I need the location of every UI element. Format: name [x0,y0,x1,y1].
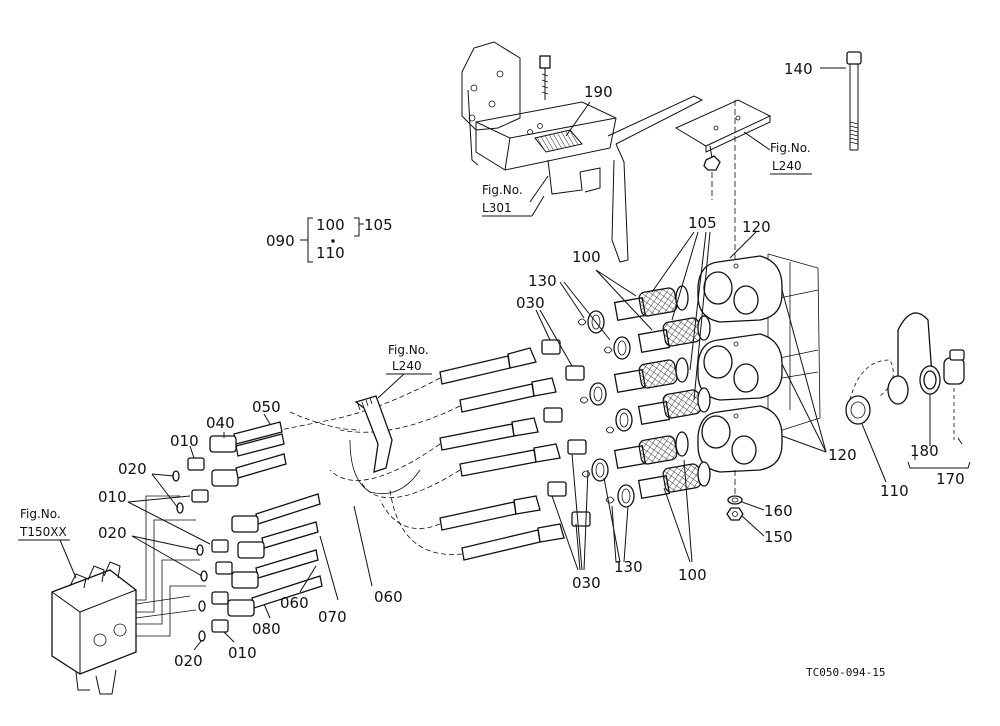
label-010-a: 010 [170,432,199,450]
hose-clamp [349,395,421,495]
label-060-a: 060 [280,594,309,612]
label-010-b: 010 [98,488,127,506]
label-010-c: 010 [228,644,257,662]
label-030-bottom: 030 [572,574,601,592]
mounting-bracket [461,41,772,270]
label-060-b: 060 [374,588,403,606]
figref-l240-mid-code: L240 [392,359,422,373]
figref-t150-code: T150XX [19,525,67,539]
label-160: 160 [764,502,793,520]
label-020-b: 020 [98,524,127,542]
label-040: 040 [206,414,235,432]
spare-coupler-set [845,312,971,469]
label-090: 090 [266,232,295,250]
quick-couplers [613,285,711,500]
label-110: 110 [880,482,909,500]
valve-port-leaders [136,495,206,637]
drawing-code: TC050-094-15 [806,666,885,679]
nipple-fittings [172,457,233,642]
label-100-bottom: 100 [678,566,707,584]
hoses-right [439,347,565,561]
label-180: 180 [910,442,939,460]
figref-t150-title: Fig.No. [20,507,61,521]
label-130-bottom: 130 [614,558,643,576]
label-110-legend: 110 [316,244,345,262]
leader-lines [59,67,931,651]
label-070: 070 [318,608,347,626]
figref-l240-mid-title: Fig.No. [388,343,429,357]
label-170: 170 [936,470,965,488]
label-120-top: 120 [742,218,771,236]
label-190: 190 [584,83,613,101]
label-080: 080 [252,620,281,638]
label-105-legend: 105 [364,216,393,234]
label-140: 140 [784,60,813,78]
label-150: 150 [764,528,793,546]
figure-references: Fig.No. L240 Fig.No. L301 Fig.No. L240 F… [18,141,812,541]
label-020-a: 020 [118,460,147,478]
label-020-c: 020 [174,652,203,670]
figref-l240-top-code: L240 [772,159,802,173]
figref-l240-top-title: Fig.No. [770,141,811,155]
control-valve-block [51,561,197,695]
label-120-right: 120 [828,446,857,464]
label-100-top: 100 [572,248,601,266]
long-bolt [846,51,862,151]
part-labels: 090 100 105 110 140 190 105 120 100 130 … [98,60,965,670]
adapter-fittings [541,339,591,527]
figref-l301-code: L301 [482,201,512,215]
assembly-brace [300,217,916,460]
label-050: 050 [252,398,281,416]
hose-routes [279,377,463,555]
coupler-holder-blocks [697,253,821,494]
snap-rings [577,310,635,508]
label-130-top: 130 [528,272,557,290]
label-100-legend: 100 [316,216,345,234]
label-105: 105 [688,214,717,232]
label-030-top: 030 [516,294,545,312]
figref-l301-title: Fig.No. [482,183,523,197]
hoses-left [209,421,323,617]
washer-and-nut [726,495,744,521]
